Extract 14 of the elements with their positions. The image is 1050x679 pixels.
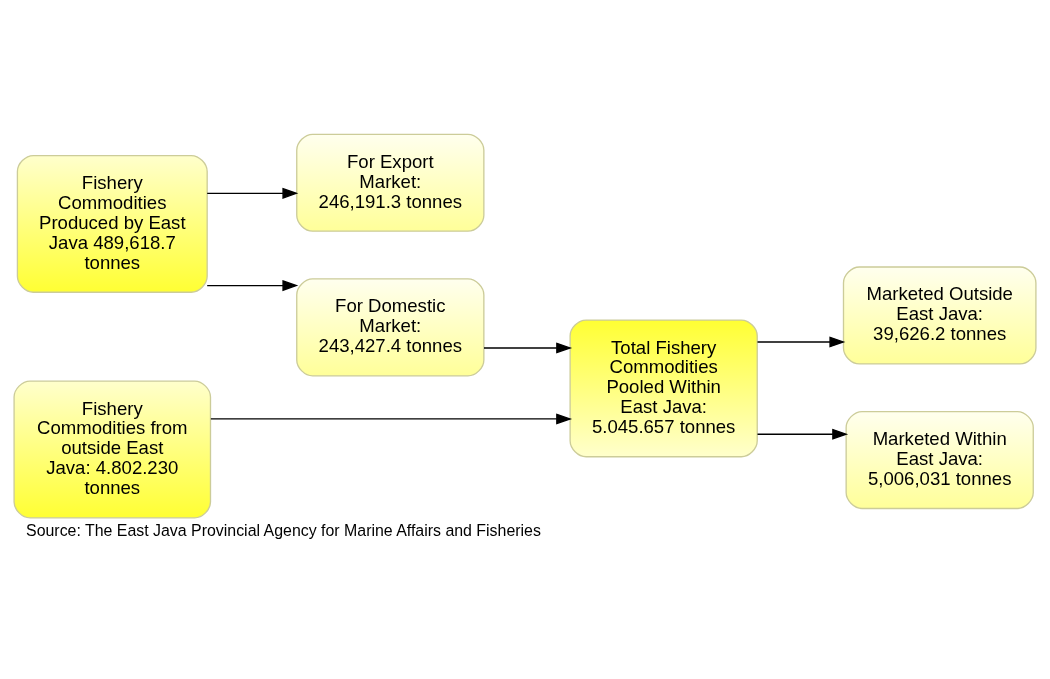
arrow bbox=[756, 428, 849, 440]
caption: Source: The East Java Provincial Agency for Marine Affairs and Fisheries bbox=[26, 521, 541, 539]
node-box: Marketed Outside East Java: 39,626.2 tonnes bbox=[842, 265, 1037, 365]
node-box: Fishery Commodities Produced by East Java 489,618.7 tonnes bbox=[16, 154, 208, 293]
node-box: For Domestic Market: 243,427.4 tonnes bbox=[296, 277, 485, 376]
node-box: Marketed Within East Java: 5,006,031 tonnes bbox=[845, 410, 1034, 509]
node-box: Total Fishery Commodities Pooled Within East Java: 5.045.657 tonnes bbox=[569, 318, 758, 457]
arrow bbox=[210, 412, 573, 425]
node-box: For Export Market: 246,191.3 tonnes bbox=[296, 133, 485, 232]
arrow bbox=[483, 341, 573, 354]
node-box: Fishery Commodities from outside East Java: 4.802.230 tonnes bbox=[13, 379, 212, 518]
arrow bbox=[206, 187, 299, 199]
arrow bbox=[206, 279, 299, 291]
arrow bbox=[756, 335, 846, 348]
